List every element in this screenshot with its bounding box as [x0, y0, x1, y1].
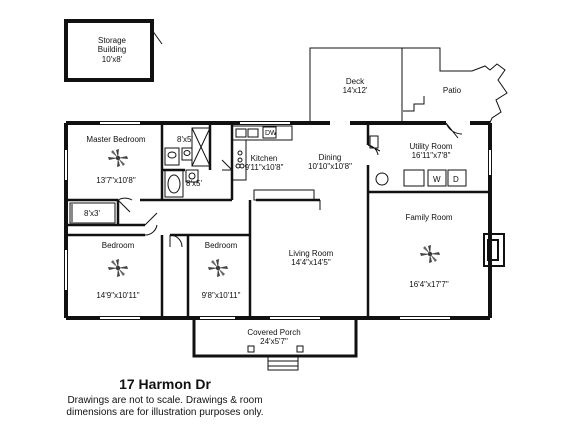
family-room-fan-icon	[420, 245, 440, 263]
closet-box	[69, 202, 116, 224]
utility-room-label: Utility Room	[409, 142, 452, 151]
kitchen-label: Kitchen	[251, 154, 278, 163]
master-bedroom-label: Master Bedroom	[86, 135, 145, 144]
covered-porch-label: Covered Porch	[247, 328, 300, 337]
storage-size: 10'x8'	[102, 55, 123, 64]
disclaimer: Drawings are not to scale. Drawings & ro…	[0, 395, 330, 419]
master-closet-size: 8'x3'	[84, 209, 100, 218]
living-room-size: 14'4"x14'5"	[291, 258, 331, 267]
bedroom-3-label: Bedroom	[205, 241, 238, 250]
storage-label-line1: Storage	[98, 36, 127, 45]
storage-building: Storage Building 10'x8'	[64, 19, 163, 82]
dryer-label: D	[453, 175, 459, 184]
door-swings	[117, 122, 463, 248]
utility-room-size: 16'11"x7'8"	[412, 151, 451, 160]
master-fan-icon	[108, 149, 128, 167]
bedroom3-fan-icon	[208, 259, 228, 277]
windows	[65, 122, 491, 319]
covered-porch	[192, 318, 358, 371]
hall-bath-size: 8'x5'	[186, 179, 202, 188]
dishwasher-label: DW	[265, 130, 277, 137]
bath-fixtures	[164, 127, 211, 198]
bedroom-2-size: 14'9"x10'11"	[96, 291, 139, 300]
covered-porch-size: 24'x5'7"	[260, 337, 288, 346]
deck-size: 14'x12'	[343, 86, 368, 95]
deck-label: Deck	[346, 77, 365, 86]
family-room-label: Family Room	[405, 213, 452, 222]
master-bedroom-size: 13'7"x10'8"	[96, 176, 136, 185]
property-address: 17 Harmon Dr	[119, 376, 211, 392]
bedroom-3-size: 9'8"x10'11"	[202, 291, 241, 300]
family-room-size: 16'4"x17'7"	[409, 280, 449, 289]
patio-outline	[402, 47, 508, 126]
bedroom-2-label: Bedroom	[102, 241, 135, 250]
storage-label-line2: Building	[98, 45, 126, 54]
utility-appliances	[369, 135, 467, 187]
disclaimer-line2: dimensions are for illustration purposes…	[66, 407, 264, 418]
dining-label: Dining	[319, 153, 342, 162]
dining-size: 10'10"x10'8"	[308, 162, 352, 171]
living-room-label: Living Room	[289, 249, 334, 258]
master-bath-size: 8'x5'	[177, 135, 193, 144]
disclaimer-line1: Drawings are not to scale. Drawings & ro…	[67, 395, 263, 406]
bedroom2-fan-icon	[108, 259, 128, 277]
washer-label: W	[433, 175, 441, 184]
kitchen-size: 9'11"x10'8"	[245, 163, 284, 172]
patio-label: Patio	[443, 86, 462, 95]
fireplace	[483, 233, 505, 267]
deck-outline	[309, 47, 403, 122]
kitchen-counters	[231, 125, 315, 201]
